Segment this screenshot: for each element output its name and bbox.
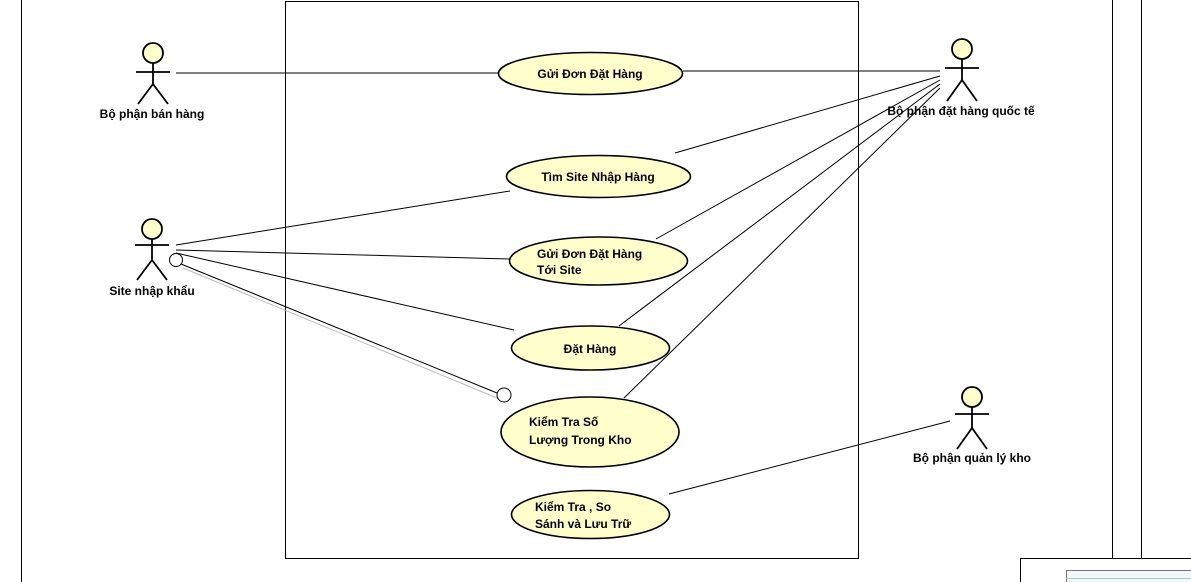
assoc-importer-place-order [175,252,515,331]
assoc-intl-find-site [674,75,941,154]
actor-warehouse-figure [955,386,989,450]
interface-circle-importer [169,253,183,267]
actor-intl-figure [945,38,979,102]
usecase-label-send-order-site-line2: Tới Site [537,263,582,277]
usecase-label-send-order-site-line1: Gửi Đơn Đặt Hàng [537,247,643,261]
assoc-intl-send-order-site [655,79,941,240]
assoc-intl-check-stock [623,87,941,399]
associations [175,70,951,495]
actor-label-sales: Bộ phận bán hàng [99,107,205,121]
usecase-send-order [497,51,684,96]
usecase-label-find-site: Tìm Site Nhập Hàng [541,170,655,184]
usecase-label-compare-line1: Kiểm Tra , So [535,500,612,514]
usecase-label-place-order: Đặt Hàng [563,342,617,356]
interface-circle-check-stock [496,387,512,403]
assoc-importer-find-site [175,190,511,246]
actor-importer-figure [135,218,169,281]
assoc-intl-place-order [618,83,941,327]
usecase-label-check-stock-line2: Lượng Trong Kho [529,433,632,447]
actor-label-warehouse: Bộ phận quản lý kho [912,451,1032,465]
usecase-label-check-stock-line1: Kiểm Tra Số [529,415,599,429]
assoc-warehouse-compare [668,420,951,495]
assoc-importer-send-order-site [175,249,511,260]
usecase-label-send-order: Gửi Đơn Đặt Hàng [537,67,643,81]
assoc-importer-check-stock-shadow [182,267,498,399]
actor-label-intl-ordering: Bộ phận đặt hàng quốc tế [887,104,1035,118]
actor-sales-figure [136,42,170,105]
usecases [497,51,692,540]
usecase-place-order [510,325,671,371]
title-block-inner [1066,570,1191,582]
system-boundary [285,1,859,559]
usecase-send-order-to-site [508,236,689,286]
actor-label-importer: Site nhập khẩu [109,284,195,298]
usecase-find-site [505,154,692,199]
usecase-compare-store [510,489,671,540]
assoc-importer-check-stock [180,263,498,394]
usecase-label-compare-line2: Sánh và Lưu Trữ [535,517,632,531]
usecase-check-stock [500,396,680,468]
